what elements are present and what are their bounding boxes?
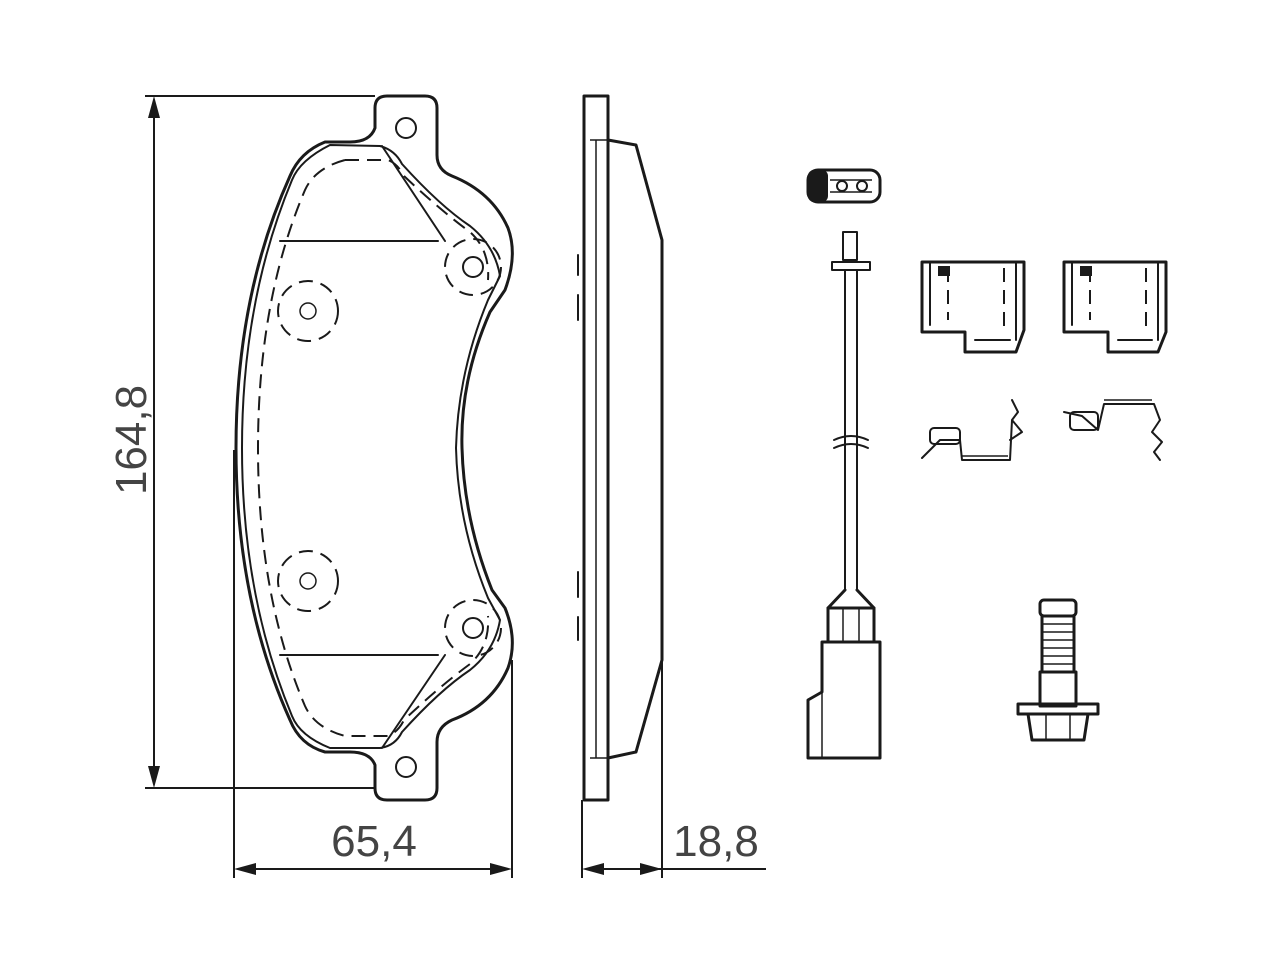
sensor-clip-dark	[808, 170, 828, 202]
spring-left	[921, 399, 1023, 461]
pin-hole-upper-right	[462, 256, 484, 278]
boss-lower-left	[277, 550, 339, 612]
sensor-probe-tip	[842, 231, 858, 261]
dimension-width: 65,4	[233, 450, 513, 878]
height-dimension-label: 164,8	[107, 385, 156, 495]
width-arrow-right	[490, 863, 512, 875]
pin-boss-upper-right	[444, 238, 502, 296]
chamfer-diagonal-top	[381, 145, 446, 242]
clip-left-dashed	[947, 268, 1005, 330]
sensor-connector-upper	[826, 606, 876, 644]
pin-boss-lower-right	[444, 599, 502, 657]
spring-left-wire	[921, 399, 1023, 461]
bolt-shank-top	[1038, 598, 1078, 618]
boss-upper-left	[277, 280, 339, 342]
spring-right-wire	[1063, 403, 1163, 461]
thickness-arrow-left	[582, 863, 604, 875]
dimension-height: 164,8	[107, 95, 375, 789]
boss-hole-lower-left	[299, 572, 317, 590]
height-arrow-bottom	[148, 766, 160, 788]
thickness-arrow-right	[640, 863, 662, 875]
sensor-probe-collar	[831, 261, 871, 271]
clip-left-inner	[929, 261, 1017, 341]
spring-right	[1063, 399, 1163, 461]
abutment-clip-right	[1062, 260, 1168, 354]
wear-sensor	[806, 168, 882, 760]
bolt-shank	[1038, 670, 1078, 708]
clip-right-outline	[1062, 260, 1168, 354]
bolt-thread-lines	[1042, 623, 1074, 665]
sensor-clip-hole-2	[856, 180, 868, 192]
clip-right-tab	[1080, 266, 1092, 276]
width-arrow-left	[234, 863, 256, 875]
brake-pad-front-view	[234, 94, 514, 802]
dimension-thickness: 18,8	[581, 660, 766, 878]
pin-hole-lower-right	[462, 617, 484, 639]
bolt-hex-head	[1026, 712, 1090, 742]
side-friction-block	[606, 138, 664, 760]
spring-right-coil	[1069, 411, 1099, 431]
sensor-connector-neck	[826, 588, 876, 610]
clip-right-inner	[1071, 261, 1159, 341]
sensor-cable-break-mark	[833, 435, 869, 449]
wear-contour-dashed	[256, 159, 490, 737]
guide-bolt	[1016, 598, 1100, 742]
chamfer-diagonal-bottom	[381, 654, 446, 749]
abutment-clip-left	[920, 260, 1026, 354]
thickness-dimension-label: 18,8	[673, 817, 759, 866]
clip-left-outline	[920, 260, 1026, 354]
height-arrow-top	[148, 96, 160, 118]
spring-left-coil	[929, 427, 961, 445]
backing-plate-outline	[234, 94, 514, 802]
side-inner-step	[590, 139, 608, 759]
sensor-clip-hole-1	[836, 180, 848, 192]
clip-right-dashed	[1089, 268, 1147, 330]
friction-material-outline	[241, 144, 501, 749]
sensor-connector-housing	[806, 640, 882, 760]
brake-pad-side-view	[577, 94, 664, 802]
clip-left-tab	[938, 266, 950, 276]
width-dimension-label: 65,4	[331, 817, 417, 866]
mounting-hole-bottom	[395, 756, 417, 778]
mounting-hole-top	[395, 117, 417, 139]
boss-hole-upper-left	[299, 302, 317, 320]
